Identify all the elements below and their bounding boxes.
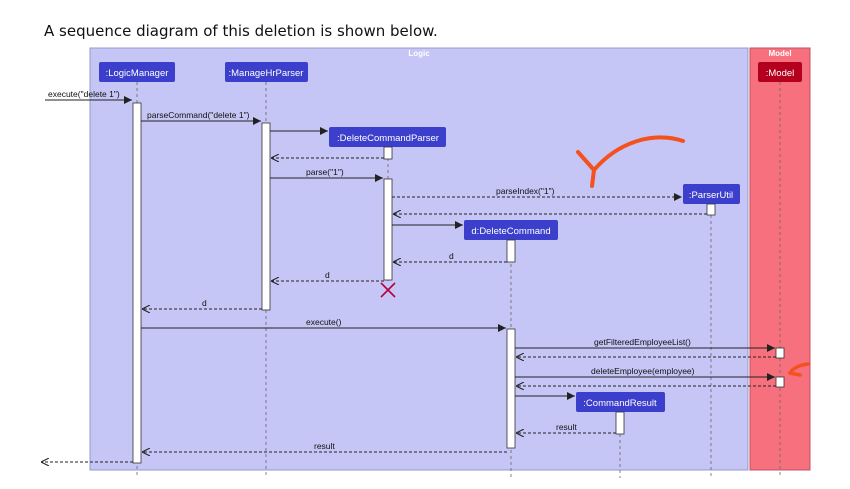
participant-logic-manager: [99, 62, 175, 82]
participant-delete-command: [464, 220, 558, 240]
participant-delete-command-label: d:DeleteCommand: [471, 226, 550, 237]
activation-logic-manager: [132, 102, 142, 464]
activation-manage-hr-parser: [261, 122, 271, 311]
activation-parser-util: [706, 203, 716, 216]
participant-command-result: [576, 392, 665, 412]
activation-model-delete: [775, 376, 785, 388]
model-box-label: Model: [768, 49, 791, 58]
label-execute-delete-1: execute("delete 1"): [48, 89, 120, 99]
label-parse-index: parseIndex("1"): [496, 186, 555, 196]
label-execute: execute(): [306, 317, 342, 327]
label-delete-employee: deleteEmployee(employee): [591, 366, 695, 376]
label-parse-command: parseCommand("delete 1"): [147, 110, 250, 120]
participant-command-result-label: :CommandResult: [583, 398, 657, 409]
participant-parser-util: [683, 184, 740, 204]
label-get-filtered-employee-list: getFilteredEmployeeList(): [594, 337, 691, 347]
activation-delete-command-execute: [506, 328, 516, 449]
activation-delete-command-init: [506, 239, 516, 263]
participant-parser-util-label: :ParserUtil: [689, 190, 733, 201]
participant-manage-hr-parser: [225, 62, 308, 82]
participant-manage-hr-parser-label: :ManageHrParser: [229, 68, 304, 79]
orange-short-arrow-annotation: [788, 362, 810, 377]
activation-command-result: [615, 411, 625, 435]
label-return-d-delete-command: d: [449, 251, 454, 261]
activation-model-get: [775, 347, 785, 359]
participant-model: [758, 62, 802, 82]
participant-logic-manager-label: :LogicManager: [106, 68, 169, 79]
caption: A sequence diagram of this deletion is s…: [44, 22, 438, 40]
logic-box-label: Logic: [408, 49, 430, 58]
participant-delete-command-parser-label: :DeleteCommandParser: [337, 133, 439, 144]
destroy-marker: [380, 282, 396, 298]
activation-delete-command-parser-parse: [383, 178, 393, 281]
activation-delete-command-parser-init: [383, 146, 393, 160]
label-parse: parse("1"): [306, 167, 344, 177]
participant-delete-command-parser: [329, 127, 446, 147]
label-result-logic-manager: result: [314, 441, 335, 451]
label-result-command-result: result: [556, 422, 577, 432]
label-return-d-manage-hr-parser: d: [325, 270, 330, 280]
participant-model-label: :Model: [766, 68, 795, 79]
orange-curved-arrow-annotation: [576, 135, 685, 188]
label-return-d-logic-manager: d: [202, 298, 207, 308]
